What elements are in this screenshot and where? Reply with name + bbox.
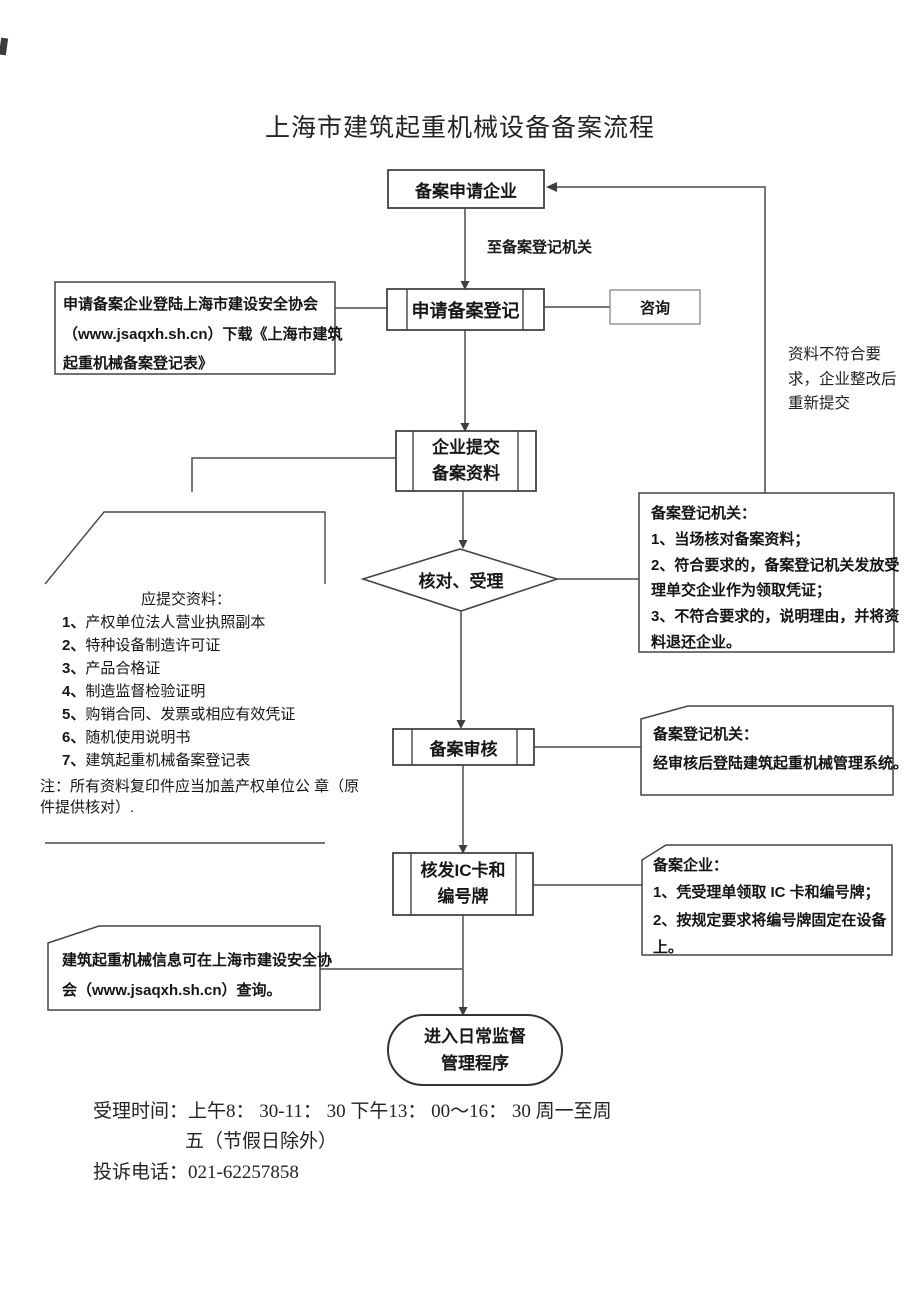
registry-check-line: 3、不符合要求的，说明理由，并将资 (651, 608, 900, 626)
node-issue-ic-card: 核发IC卡和 编号牌 (393, 853, 533, 915)
download-note-line: 申请备案企业登陆上海市建设安全协会 (63, 296, 319, 313)
query-note-line: 会（www.jsaqxh.sh.cn）查询。 (62, 982, 282, 999)
materials-header: 应提交资料： (140, 591, 231, 608)
registry-check-line: 理单交企业作为领取凭证； (651, 582, 832, 600)
footer-hours-line2: 五（节假日除外） (185, 1131, 338, 1152)
enterprise-note-line: 2、按规定要求将编号牌固定在设备 (653, 911, 887, 929)
registry-review-card: 备案登记机关： 经审核后登陆建筑起重机械管理系统。 (653, 720, 909, 778)
enterprise-note-line: 上。 (653, 938, 684, 956)
node-issue-line: 核发IC卡和 (420, 861, 506, 880)
node-submit-materials: 企业提交 备案资料 (396, 431, 536, 491)
node-consult: 咨询 (639, 299, 670, 317)
node-end-line: 进入日常监督 (424, 1027, 526, 1046)
materials-item: 5、购销合同、发票或相应有效凭证 (62, 706, 296, 723)
query-note-line: 建筑起重机械信息可在上海市建设安全协 (62, 952, 333, 969)
registry-review-line: 备案登记机关： (653, 726, 759, 743)
node-check-accept: 核对、受理 (418, 571, 504, 591)
download-note-line: （www.jsaqxh.sh.cn）下载《上海市建筑 (63, 325, 343, 343)
node-issue-line: 编号牌 (437, 887, 489, 906)
enterprise-note-line: 1、凭受理单领取 IC 卡和编号牌； (653, 884, 880, 902)
materials-item: 2、特种设备制造许可证 (62, 637, 221, 654)
page-title: 上海市建筑起重机械设备备案流程 (264, 115, 655, 142)
download-note-line: 起重机械备案登记表》 (63, 355, 214, 372)
query-note-card: 建筑起重机械信息可在上海市建设安全协 会（www.jsaqxh.sh.cn）查询… (62, 946, 333, 1006)
node-filing-review: 备案审核 (429, 739, 498, 759)
materials-note-line: 注：所有资料复印件应当加盖产权单位公 章（原 (40, 778, 360, 795)
node-apply-registration: 申请备案登记 (411, 300, 520, 321)
resubmit-note-line: 求，企业整改后 (788, 370, 897, 388)
materials-item: 1、产权单位法人营业执照副本 (62, 614, 266, 631)
node-applicant: 备案申请企业 (415, 181, 517, 201)
materials-item: 4、制造监督检验证明 (62, 683, 206, 700)
registry-check-line: 备案登记机关： (651, 505, 757, 522)
download-note-box: 申请备案企业登陆上海市建设安全协会 （www.jsaqxh.sh.cn）下载《上… (63, 290, 343, 379)
registry-check-line: 1、当场核对备案资料； (651, 530, 810, 548)
materials-list: 应提交资料： 1、产权单位法人营业执照副本 2、特种设备制造许可证 3、产品合格… (40, 588, 360, 818)
footer-hours-line1: 受理时间：上午8： 30-11： 30 下午13： 00～16： 30 周一至周 (93, 1101, 612, 1122)
materials-item: 6、随机使用说明书 (62, 729, 191, 746)
resubmit-note-line: 资料不符合要 (788, 346, 882, 363)
registry-check-line: 料退还企业。 (651, 633, 742, 651)
enterprise-note-card: 备案企业： 1、凭受理单领取 IC 卡和编号牌； 2、按规定要求将编号牌固定在设… (653, 852, 887, 961)
registry-review-line: 经审核后登陆建筑起重机械管理系统。 (653, 755, 909, 772)
node-end-line: 管理程序 (441, 1054, 509, 1073)
registry-check-line: 2、符合要求的，备案登记机关发放受 (651, 556, 900, 574)
enterprise-note-line: 备案企业： (653, 857, 729, 874)
materials-item: 3、产品合格证 (62, 660, 161, 677)
resubmit-note: 资料不符合要 求，企业整改后 重新提交 (788, 343, 920, 417)
edge-label-to-registry: 至备案登记机关 (487, 239, 593, 256)
node-submit-line: 备案资料 (432, 464, 500, 483)
materials-item: 7、建筑起重机械备案登记表 (62, 752, 251, 769)
node-submit-line: 企业提交 (432, 438, 500, 457)
materials-note-line: 件提供核对）. (40, 799, 135, 816)
resubmit-note-line: 重新提交 (788, 395, 851, 412)
registry-check-box: 备案登记机关： 1、当场核对备案资料； 2、符合要求的，备案登记机关发放受 理单… (651, 501, 900, 656)
node-end-supervision: 进入日常监督 管理程序 (388, 1015, 562, 1085)
footer-complaint-phone: 投诉电话：021-62257858 (93, 1162, 299, 1183)
